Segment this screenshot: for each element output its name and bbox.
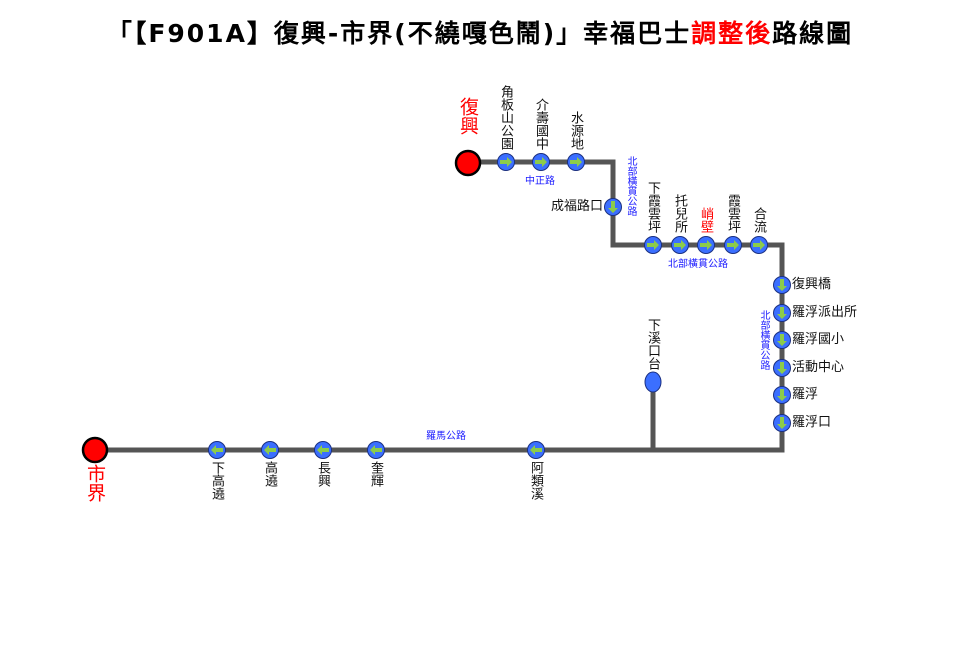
direction-arrow-icon	[647, 240, 659, 250]
stop-label: 下溪口台	[645, 318, 660, 370]
arrow-shape	[530, 445, 542, 455]
direction-arrow-icon	[608, 201, 618, 213]
arrow-shape	[647, 240, 659, 250]
direction-arrow-icon	[317, 445, 329, 455]
direction-arrow-icon	[674, 240, 686, 250]
stop-label: 水源地	[568, 111, 583, 150]
stop-label: 下霞雲坪	[645, 181, 660, 233]
stop-label: 阿類溪	[528, 461, 543, 500]
stop-label: 峭壁	[698, 207, 713, 233]
road-label: 北部橫貫公路	[625, 156, 636, 216]
direction-arrow-icon	[777, 362, 787, 374]
road-label: 中正路	[525, 176, 555, 187]
stop-label: 成福路口	[550, 199, 603, 214]
stop-label: 托兒所	[672, 194, 687, 233]
road-label: 羅馬公路	[426, 431, 466, 442]
stop-label: 奎輝	[368, 461, 383, 487]
stop-label: 霞雲坪	[725, 194, 740, 233]
direction-arrow-icon	[777, 417, 787, 429]
arrow-shape	[674, 240, 686, 250]
direction-arrow-icon	[777, 307, 787, 319]
start-terminal-label: 復興	[457, 97, 479, 135]
stop-label: 羅浮	[792, 387, 819, 402]
arrow-shape	[500, 157, 512, 167]
stop-label: 羅浮國小	[792, 332, 845, 347]
arrow-shape	[317, 445, 329, 455]
direction-arrow-icon	[570, 157, 582, 167]
arrow-shape	[777, 417, 787, 429]
stop-label: 下高遶	[209, 461, 224, 500]
direction-arrow-icon	[264, 445, 276, 455]
title-highlight: 調整後	[691, 19, 773, 48]
bus-stop	[644, 371, 662, 393]
arrow-shape	[777, 307, 787, 319]
title-suffix: 路線圖	[772, 19, 854, 48]
stop-label: 高遶	[262, 461, 277, 487]
end-terminal	[81, 436, 109, 464]
end-terminal-label: 市界	[84, 464, 106, 502]
arrow-shape	[700, 240, 712, 250]
arrow-shape	[211, 445, 223, 455]
direction-arrow-icon	[777, 279, 787, 291]
road-label: 北部橫貫公路	[668, 259, 728, 270]
direction-arrow-icon	[211, 445, 223, 455]
arrow-shape	[608, 201, 618, 213]
arrow-shape	[777, 389, 787, 401]
arrow-shape	[535, 157, 547, 167]
direction-arrow-icon	[777, 334, 787, 346]
stop-label: 羅浮口	[792, 415, 832, 430]
direction-arrow-icon	[727, 240, 739, 250]
direction-arrow-icon	[500, 157, 512, 167]
stop-label: 角板山公園	[498, 85, 513, 150]
arrow-shape	[753, 240, 765, 250]
arrow-shape	[727, 240, 739, 250]
direction-arrow-icon	[370, 445, 382, 455]
stop-label: 長興	[315, 461, 330, 487]
stop-label: 介壽國中	[533, 98, 548, 150]
direction-arrow-icon	[753, 240, 765, 250]
arrow-shape	[777, 362, 787, 374]
direction-arrow-icon	[535, 157, 547, 167]
arrow-shape	[370, 445, 382, 455]
direction-arrow-icon	[530, 445, 542, 455]
direction-arrow-icon	[700, 240, 712, 250]
arrow-shape	[777, 279, 787, 291]
stop-label: 復興橋	[792, 277, 832, 292]
arrow-shape	[777, 334, 787, 346]
stop-label: 羅浮派出所	[792, 305, 858, 320]
direction-arrow-icon	[777, 389, 787, 401]
page-title: 「【F901A】復興-市界(不繞嘎色鬧)」幸福巴士調整後路線圖	[0, 14, 960, 50]
title-prefix: 「【F901A】復興-市界(不繞嘎色鬧)」幸福巴士	[106, 19, 692, 48]
stop-label: 合流	[751, 207, 766, 233]
road-label: 北部橫貫公路	[758, 310, 769, 370]
stop-label: 活動中心	[792, 360, 845, 375]
arrow-shape	[264, 445, 276, 455]
start-terminal	[454, 149, 482, 177]
arrow-shape	[570, 157, 582, 167]
